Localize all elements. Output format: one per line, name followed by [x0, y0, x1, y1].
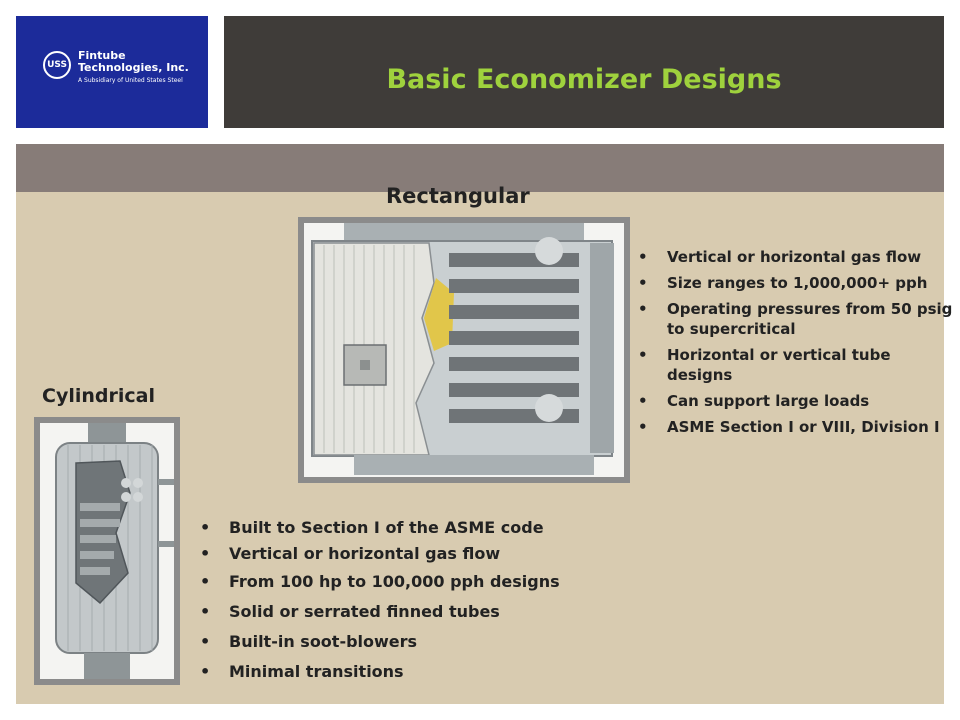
- header-band: [16, 144, 944, 192]
- rectangular-bullet: Vertical or horizontal gas flow: [634, 247, 954, 267]
- rectangular-feature-list: Vertical or horizontal gas flow Size ran…: [634, 247, 954, 443]
- rectangular-heading: Rectangular: [386, 184, 530, 208]
- cylindrical-feature-list: Built to Section I of the ASME code Vert…: [196, 518, 596, 682]
- cylindrical-bullet: Vertical or horizontal gas flow: [196, 544, 596, 564]
- rectangular-bullet: Can support large loads: [634, 391, 954, 411]
- cylindrical-bullet: Solid or serrated finned tubes: [196, 602, 596, 622]
- rectangular-bullet: ASME Section I or VIII, Division I: [634, 417, 954, 437]
- company-logo: USS Fintube Technologies, Inc. A Subsidi…: [16, 16, 208, 128]
- rectangular-bullet: Size ranges to 1,000,000+ pph: [634, 273, 954, 293]
- cylindrical-bullet: Built to Section I of the ASME code: [196, 518, 596, 538]
- rectangular-economizer-image: [298, 217, 630, 483]
- title-bar: Basic Economizer Designs: [224, 16, 944, 128]
- cylindrical-bullet: Minimal transitions: [196, 662, 596, 682]
- cylindrical-heading: Cylindrical: [42, 385, 155, 407]
- cylindrical-economizer-illustration: [40, 423, 174, 679]
- rectangular-bullet: Horizontal or vertical tube designs: [634, 345, 954, 385]
- cylindrical-economizer-image: [34, 417, 180, 685]
- logo-subtitle: A Subsidiary of United States Steel: [78, 77, 183, 84]
- slide-title: Basic Economizer Designs: [386, 64, 782, 95]
- uss-logo-mark: USS: [43, 51, 71, 79]
- rectangular-economizer-illustration: [304, 223, 624, 477]
- logo-company-name: Fintube Technologies, Inc.: [78, 49, 189, 74]
- cylindrical-bullet: Built-in soot-blowers: [196, 632, 596, 652]
- cylindrical-bullet: From 100 hp to 100,000 pph designs: [196, 572, 596, 592]
- rectangular-bullet: Operating pressures from 50 psig to supe…: [634, 299, 954, 339]
